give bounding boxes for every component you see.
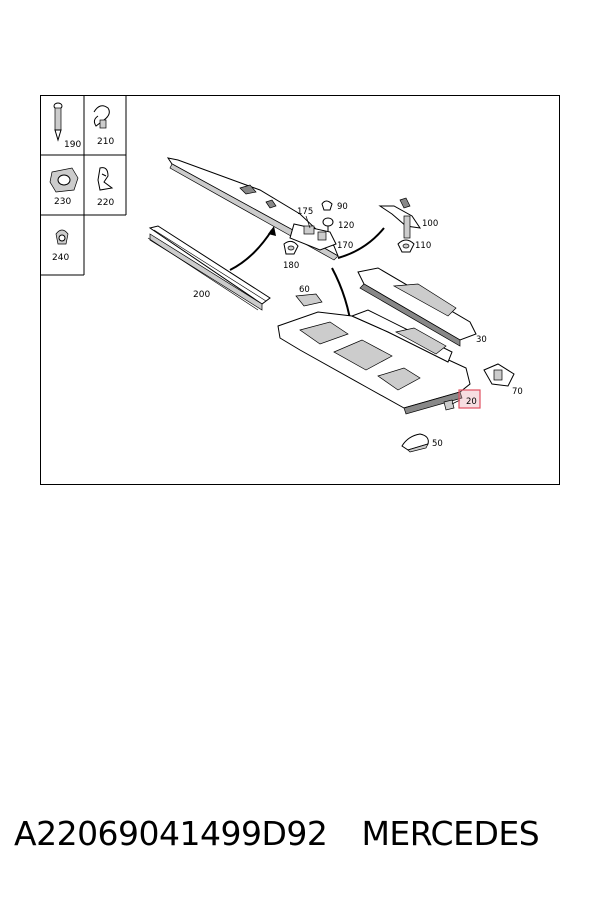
- callout-100: 100: [422, 219, 438, 229]
- hook-100: [378, 197, 422, 239]
- nut-180-icon: [283, 240, 299, 255]
- callout-90: 90: [337, 202, 348, 212]
- grommet-240-icon: [55, 229, 69, 245]
- clip-110-icon: [397, 239, 415, 253]
- callout-110: 110: [415, 241, 431, 251]
- roller-blind-200: [147, 225, 271, 311]
- part-number: A22069041499D92: [14, 813, 328, 853]
- callout-70: 70: [512, 387, 523, 397]
- callout-210: 210: [97, 137, 114, 147]
- clip-210-icon: [93, 105, 110, 129]
- brand-name: MERCEDES: [361, 813, 540, 853]
- callout-220: 220: [97, 198, 114, 208]
- trim-60: [295, 293, 323, 307]
- callout-200: 200: [193, 290, 210, 300]
- callout-170: 170: [337, 241, 353, 251]
- bracket-70: [483, 363, 515, 387]
- screw-190-icon: [53, 102, 63, 142]
- assembly-arrow-100: [337, 227, 385, 259]
- callout-180: 180: [283, 261, 299, 271]
- parcel-shelf: [277, 309, 471, 415]
- callout-190: 190: [64, 140, 81, 150]
- callout-230: 230: [54, 197, 71, 207]
- callout-30: 30: [476, 335, 487, 345]
- callout-240: 240: [52, 253, 69, 263]
- bracket-175-170: [289, 215, 337, 251]
- parts-legend: 190 210 230 220 240: [40, 95, 127, 276]
- callout-60: 60: [299, 285, 310, 295]
- nut-230-icon: [49, 167, 79, 193]
- callout-20: 20: [466, 397, 477, 407]
- assembly-arrow-200: [229, 229, 273, 271]
- clip-90-icon: [321, 200, 333, 211]
- callout-175: 175: [297, 207, 313, 217]
- clip-20: [443, 399, 461, 411]
- diagram-frame: [40, 95, 560, 485]
- callout-20-highlight: [458, 389, 481, 409]
- callout-120: 120: [338, 221, 354, 231]
- cap-50: [401, 433, 429, 453]
- footer: A22069041499D92 MERCEDES: [14, 808, 594, 858]
- clip-220-icon: [97, 167, 114, 191]
- callout-50: 50: [432, 439, 443, 449]
- trim-30: [357, 267, 477, 347]
- screw-120-icon: [322, 217, 334, 232]
